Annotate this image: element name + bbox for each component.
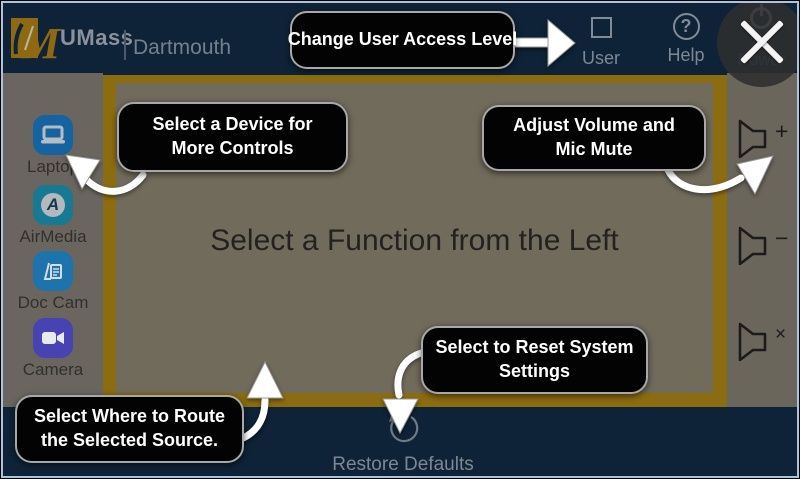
speaker-icon — [738, 119, 767, 159]
airmedia-icon: A — [33, 185, 73, 225]
arrow-to-restore-defaults — [382, 349, 425, 435]
tooltip-change-user-access: Change User Access Level — [288, 11, 517, 69]
user-button[interactable]: User — [570, 13, 632, 69]
help-icon: ? — [672, 13, 700, 40]
svg-text:M: M — [20, 19, 62, 66]
tooltip-adjust-volume: Adjust Volume and Mic Mute — [482, 105, 706, 171]
user-icon — [590, 17, 612, 38]
sidebar-item-label: AirMedia — [19, 227, 87, 246]
speaker-icon — [738, 226, 767, 266]
mute-x-sign: × — [775, 324, 787, 345]
arrow-to-user-button — [513, 18, 576, 68]
tooltip-route-source: Select Where to Route the Selected Sourc… — [15, 395, 244, 463]
speaker-mute-icon — [738, 322, 767, 362]
power-icon — [750, 4, 772, 29]
volume-column — [727, 73, 797, 407]
restore-defaults-label: Restore Defaults — [332, 454, 474, 475]
help-label: Help — [667, 45, 705, 65]
arrow-to-volume-buttons — [664, 155, 774, 196]
help-button[interactable]: ? Help — [655, 13, 717, 66]
minus-sign: − — [775, 225, 789, 251]
volume-mute-button[interactable]: × — [733, 321, 797, 367]
arrow-to-device-list — [65, 154, 147, 195]
plus-sign: + — [775, 118, 789, 144]
volume-up-button[interactable]: + — [733, 118, 797, 164]
close-help-overlay-button[interactable]: Power — [717, 3, 797, 87]
sidebar-item-airmedia[interactable]: A AirMedia — [3, 185, 103, 247]
volume-down-button[interactable]: − — [733, 225, 797, 271]
tooltip-select-device: Select a Device for More Controls — [117, 102, 348, 172]
tooltip-reset-system: Select to Reset System Settings — [421, 326, 648, 394]
laptop-icon — [33, 115, 73, 155]
sidebar-item-camera[interactable]: Camera — [3, 318, 103, 380]
sidebar-item-doc-cam[interactable]: Doc Cam — [3, 251, 103, 313]
campus-name: Dartmouth — [133, 36, 232, 59]
umass-logo-icon: M — [11, 18, 62, 66]
video-camera-icon — [33, 318, 73, 358]
sidebar-item-label: Doc Cam — [17, 293, 89, 312]
doc-cam-icon — [33, 251, 73, 291]
sidebar-item-laptop[interactable]: Laptop — [3, 115, 103, 177]
sidebar-item-label: Laptop — [27, 157, 79, 176]
power-label: Power — [737, 50, 786, 69]
user-label: User — [581, 48, 620, 68]
airmedia-glyph: A — [41, 193, 65, 217]
panel-message: Select a Function from the Left — [210, 224, 619, 257]
brand-name: UMass — [60, 25, 134, 50]
sidebar-item-label: Camera — [22, 360, 84, 379]
brand-divider — [124, 30, 126, 60]
